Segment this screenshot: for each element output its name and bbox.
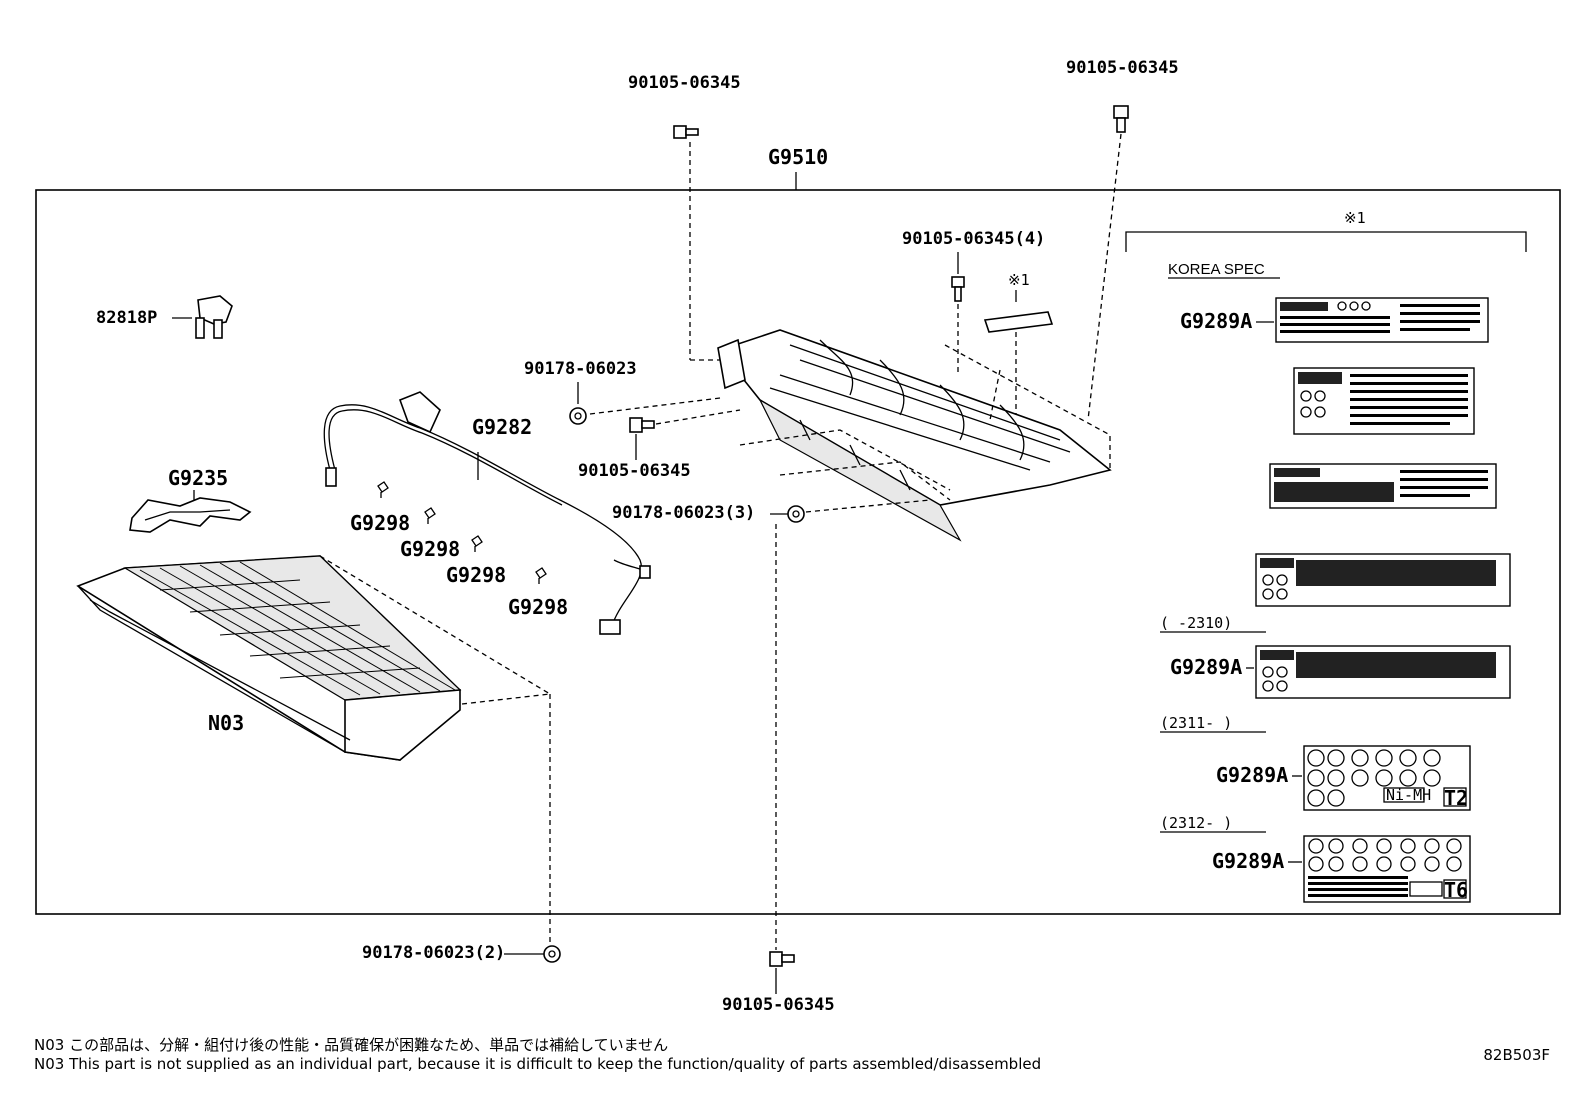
- battery-cover-icon: [717, 329, 1112, 542]
- part-label-warning-label-1[interactable]: G9289A: [1180, 309, 1252, 333]
- pictogram-label-icon: [1303, 835, 1471, 903]
- part-label-nut-2[interactable]: 90178-06023(2): [362, 943, 505, 963]
- part-label-clip-4[interactable]: G9298: [508, 595, 568, 619]
- part-label-nut-3[interactable]: 90178-06023(3): [612, 503, 755, 523]
- nut-icon: [787, 505, 805, 523]
- clip-icon: [424, 507, 436, 524]
- range-label-3: (2312- ): [1160, 814, 1232, 832]
- part-label-nut-left[interactable]: 90178-06023: [524, 359, 637, 379]
- part-label-bracket[interactable]: 82818P: [96, 308, 157, 328]
- insulator-icon: [129, 497, 252, 533]
- battery-module-icon: [76, 555, 462, 761]
- warning-label-icon: [1275, 297, 1489, 343]
- warning-label-icon: [1255, 553, 1511, 607]
- nut-icon: [543, 945, 561, 963]
- part-label-bolt-mid[interactable]: 90105-06345: [578, 461, 691, 481]
- bolt-icon: [951, 276, 965, 302]
- part-label-clip-2[interactable]: G9298: [400, 537, 460, 561]
- clip-icon: [535, 567, 547, 584]
- part-label-insulator[interactable]: G9235: [168, 466, 228, 490]
- korea-spec-label: KOREA SPEC: [1168, 261, 1265, 278]
- nut-icon: [569, 407, 587, 425]
- bolt-icon: [769, 951, 795, 967]
- wire-harness-icon: [323, 391, 651, 635]
- t6-tag: T6: [1444, 878, 1468, 902]
- clip-icon: [471, 535, 483, 552]
- range-label-1: ( -2310): [1160, 614, 1232, 632]
- part-label-warning-label-4[interactable]: G9289A: [1212, 849, 1284, 873]
- part-label-clip-1[interactable]: G9298: [350, 511, 410, 535]
- part-label-battery[interactable]: N03: [208, 711, 244, 735]
- part-label-bolt-top-right[interactable]: 90105-06345: [1066, 58, 1179, 78]
- part-label-bolt-cover[interactable]: 90105-06345(4): [902, 229, 1045, 249]
- range-label-2: (2311- ): [1160, 714, 1232, 732]
- assembly-frame: [35, 189, 1561, 915]
- pictogram-label-icon: [1303, 745, 1471, 811]
- nimh-tag: Ni-MH: [1386, 786, 1431, 804]
- part-label-harness[interactable]: G9282: [472, 415, 532, 439]
- warning-label-icon: [1269, 463, 1497, 509]
- bolt-icon: [629, 417, 655, 433]
- warning-label-arabic-icon: [1293, 367, 1475, 435]
- frame-label: G9510: [768, 145, 828, 169]
- part-label-clip-3[interactable]: G9298: [446, 563, 506, 587]
- part-label-bolt-bottom[interactable]: 90105-06345: [722, 995, 835, 1015]
- drawing-code: 82B503F: [1483, 1046, 1550, 1064]
- footer-note-japanese: N03 この部品は、分解・組付け後の性能・品質確保が困難なため、単品では補給して…: [34, 1036, 669, 1054]
- note-mark-cover: ※1: [1008, 271, 1030, 289]
- part-label-warning-label-2[interactable]: G9289A: [1170, 655, 1242, 679]
- bracket-icon: [195, 295, 233, 339]
- labels-bracket-mark: ※1: [1344, 209, 1366, 227]
- part-label-warning-label-3[interactable]: G9289A: [1216, 763, 1288, 787]
- part-label-bolt-top-left[interactable]: 90105-06345: [628, 73, 741, 93]
- warning-label-icon: [1255, 645, 1511, 699]
- footer-note-english: N03 This part is not supplied as an indi…: [34, 1055, 1042, 1073]
- clip-icon: [377, 481, 389, 498]
- t2-tag: T2: [1444, 786, 1468, 810]
- bolt-icon: [1113, 105, 1129, 133]
- caution-label-icon: [983, 311, 1054, 333]
- bolt-icon: [673, 125, 699, 139]
